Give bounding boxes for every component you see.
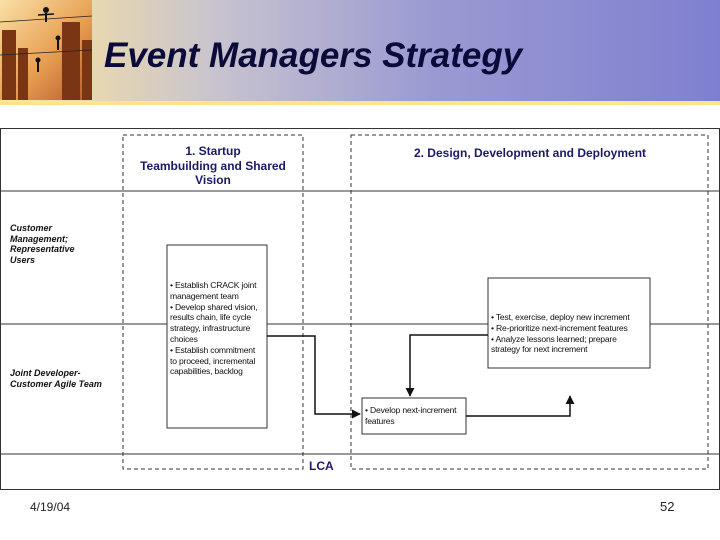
- arrow-startup-to-develop: [267, 335, 361, 419]
- lane-label-agile-team: Joint Developer- Customer Agile Team: [10, 368, 102, 389]
- tightrope-photo: [0, 0, 92, 100]
- page-number: 52: [660, 499, 675, 514]
- lane-label-customer: Customer Management; Representative User…: [10, 223, 75, 265]
- header-divider: [0, 101, 720, 105]
- slide-title: Event Managers Strategy: [104, 36, 523, 75]
- diagram-lines: [0, 128, 720, 490]
- develop-box-text: • Develop next-increment features: [365, 405, 457, 426]
- phase1-region: [122, 134, 304, 470]
- footer-date: 4/19/04: [30, 500, 71, 514]
- lca-milestone-label: LCA: [309, 459, 334, 473]
- phase1-label: 1. Startup Teambuilding and Shared Visio…: [140, 144, 286, 187]
- startup-box-text: • Establish CRACK joint management team …: [170, 280, 258, 377]
- startup-box: [166, 244, 268, 429]
- test-box-text: • Test, exercise, deploy new increment •…: [491, 312, 630, 355]
- phase2-label: 2. Design, Development and Deployment: [413, 146, 647, 160]
- develop-box: [361, 397, 467, 435]
- phase2-region: [350, 134, 709, 470]
- arrow-develop-to-test: [466, 395, 575, 417]
- test-box: [487, 277, 651, 369]
- header-background: [0, 0, 720, 105]
- arrow-test-to-develop: [405, 334, 488, 397]
- strategy-diagram: 1. Startup Teambuilding and Shared Visio…: [0, 128, 720, 490]
